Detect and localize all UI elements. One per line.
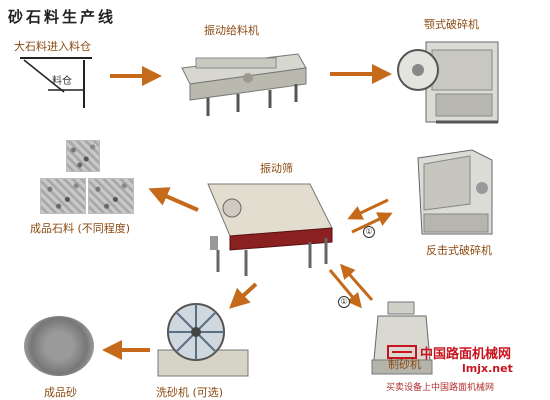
stone-sample-2: [40, 178, 86, 214]
watermark-cn: 中国路面机械网: [420, 347, 512, 362]
arrow-screen-to-impact: [351, 212, 393, 234]
jaw-crusher-icon: [397, 41, 499, 124]
finished-stone-label: 成品石料 (不同程度): [30, 222, 131, 235]
vibrating-feeder-icon: [181, 53, 307, 116]
impact-crusher-icon: [417, 149, 493, 235]
arrow-sandmaker-to-screen: [340, 263, 374, 301]
stone-sample-1: [66, 140, 100, 172]
impact-crusher-label: 反击式破碎机: [426, 244, 492, 257]
screen-label: 振动筛: [260, 162, 293, 175]
feeder-label: 振动给料机: [204, 24, 259, 37]
bin-label: 料仓: [52, 76, 72, 87]
sand-maker-label: 制砂机: [388, 358, 421, 371]
arrow-impact-to-screen: [347, 198, 389, 220]
arrow-screen-to-stone: [148, 187, 199, 212]
watermark-url: lmjx.net: [462, 362, 513, 375]
watermark-tagline: 买卖设备上中国路面机械网: [386, 383, 495, 393]
sand-pile-icon: [24, 316, 94, 376]
sand-washer-label: 洗砂机 (可选): [156, 386, 224, 399]
loop-marker-lower: ①: [338, 296, 350, 308]
finished-sand-label: 成品砂: [44, 386, 77, 399]
arrow-screen-to-washer: [229, 282, 258, 309]
jaw-crusher-label: 颚式破碎机: [424, 18, 479, 31]
arrow-screen-to-sandmaker: [328, 269, 362, 309]
loop-marker-upper: ①: [363, 226, 375, 238]
watermark-logo-icon: [387, 345, 417, 359]
sand-washer-icon: [157, 303, 249, 377]
page-title: 砂石料生产线: [8, 8, 117, 26]
intake-label: 大石料进入料仓: [14, 40, 91, 53]
vibrating-screen-icon: [207, 183, 333, 276]
stone-sample-3: [88, 178, 134, 214]
hopper-icon: [20, 57, 92, 108]
